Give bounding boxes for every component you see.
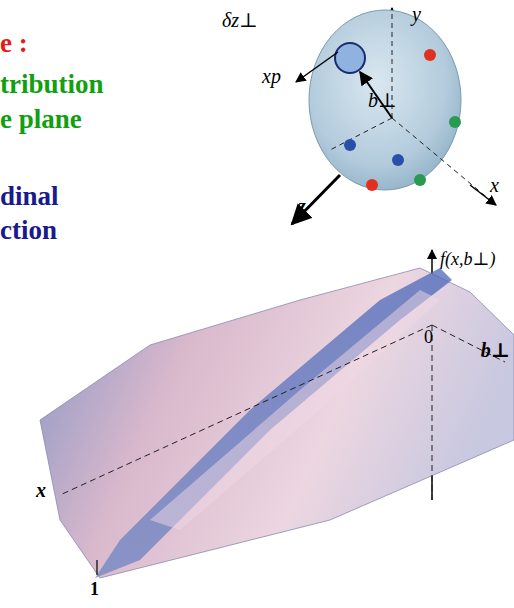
axis-label: y: [412, 4, 421, 24]
proton-figure: [292, 8, 496, 224]
quark: [414, 174, 426, 186]
axis-label: z: [298, 196, 306, 216]
f-axis-dashed: [432, 325, 433, 500]
surface-plot: [40, 250, 514, 578]
axis-label: b⊥: [481, 340, 510, 360]
axis-label: f(x,b⊥): [440, 250, 495, 268]
heading-fragment: ction: [0, 217, 57, 244]
axis-label: δz⊥: [222, 10, 258, 30]
quark: [344, 139, 356, 151]
tick-label: 1: [90, 580, 99, 598]
x-axis-dashed: [60, 325, 432, 495]
surface: [40, 268, 514, 578]
quark: [392, 154, 404, 166]
quark: [366, 179, 378, 191]
axis-label: x: [36, 480, 46, 500]
x-axis-dashed: [392, 118, 490, 200]
axis-label: 0: [424, 328, 433, 346]
surface-highlight: [150, 290, 440, 530]
heading-fragment: e :: [0, 30, 28, 57]
heading-fragment: dinal: [0, 183, 59, 210]
quark: [449, 116, 461, 128]
z-axis-dashed: [330, 118, 392, 150]
xp-arrow: [296, 52, 338, 82]
parton: [335, 43, 365, 73]
axis-label: b⊥: [368, 90, 397, 110]
heading-fragment: e plane: [0, 106, 82, 133]
quark: [424, 49, 436, 61]
heading-fragment: tribution: [0, 71, 104, 98]
z-axis: [292, 175, 340, 224]
axis-label: xp: [262, 66, 281, 86]
axis-label: x: [490, 175, 499, 195]
ridge: [95, 268, 452, 578]
tick: [96, 560, 97, 575]
proton: [309, 10, 461, 190]
